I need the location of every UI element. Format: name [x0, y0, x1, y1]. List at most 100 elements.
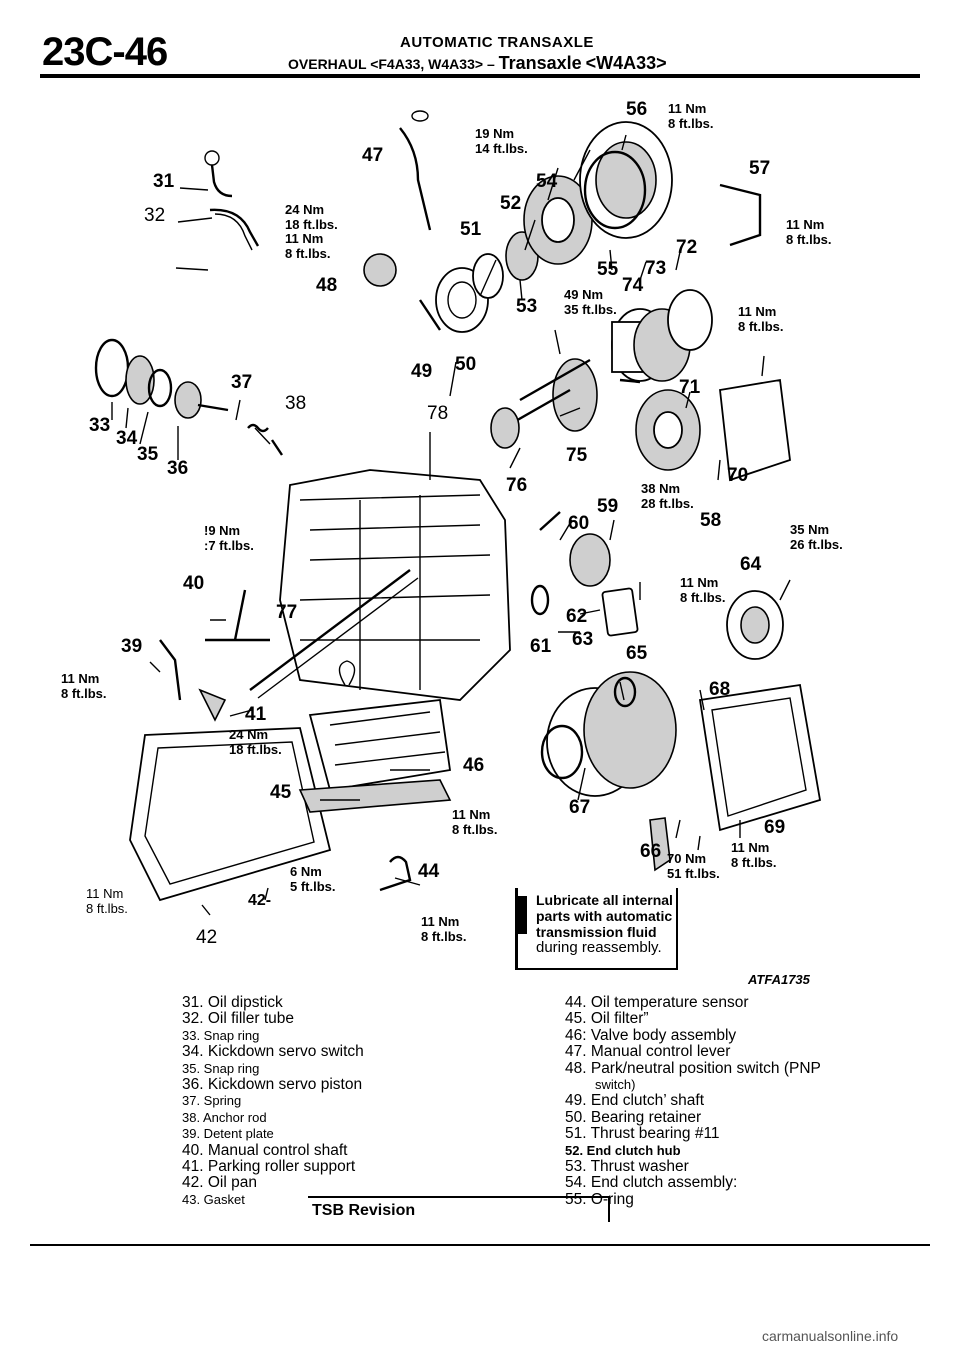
callout-50: 50 — [455, 354, 477, 375]
callout-44: 44 — [418, 861, 440, 882]
list-item: 48. Park/neutral position switch (PNP — [565, 1059, 821, 1077]
callout-36: 36 — [167, 458, 189, 479]
list-item: 52. End clutch hub — [565, 1142, 681, 1158]
list-item: 42. Oil pan — [182, 1174, 257, 1192]
callout-32: 32 — [144, 205, 166, 226]
callout-51: 51 — [460, 219, 482, 240]
callout-49: 49 — [411, 361, 433, 382]
callout-77: 77 — [276, 602, 298, 623]
list-item: 55. O-ring — [565, 1190, 634, 1208]
figure-code: ATFA1735 — [748, 972, 810, 987]
callout-60: 60 — [568, 513, 590, 534]
callout-31: 31 — [153, 171, 175, 192]
callout-53: 53 — [516, 296, 538, 317]
shaft-gear-drawing — [490, 289, 791, 482]
callout-55: 55 — [597, 259, 619, 280]
list-item: 34. Kickdown servo switch — [182, 1043, 364, 1061]
section-title: AUTOMATIC TRANSAXLE — [400, 34, 594, 51]
callout-45: 45 — [270, 782, 292, 803]
callout-52: 52 — [500, 193, 522, 214]
callout-34: 34 — [116, 428, 138, 449]
transaxle-case-drawing — [249, 469, 511, 701]
callout-62: 62 — [566, 606, 588, 627]
footer-watermark: carmanualsonline.info — [762, 1328, 899, 1344]
callout-72: 72 — [676, 237, 698, 258]
callout-37: 37 — [231, 372, 253, 393]
model-codes-1: <F4A33, W4A33> — [370, 56, 484, 72]
callout-56: 56 — [626, 99, 648, 120]
callout-42-dash: 42- — [248, 892, 272, 909]
oil-temp-sensor-drawing — [379, 855, 412, 892]
callout-40: 40 — [183, 573, 205, 594]
callout-69: 69 — [764, 817, 786, 838]
callout-58: 58 — [700, 510, 722, 531]
leader-lines — [111, 134, 791, 916]
callout-35: 35 — [137, 444, 159, 465]
lubrication-note: Lubricate all internal parts with automa… — [515, 888, 678, 970]
list-item: 37. Spring — [182, 1093, 242, 1109]
header-dash: – — [486, 56, 495, 72]
exploded-diagram — [94, 110, 822, 916]
parts-list-right: 44. Oil temperature sensor 45. Oil filte… — [565, 994, 821, 1208]
manual-shaft-drawing — [159, 589, 270, 722]
side-cover-drawing — [698, 590, 822, 832]
list-item: 40. Manual control shaft — [182, 1141, 348, 1159]
callout-33: 33 — [89, 415, 111, 436]
list-item: 53. Thrust washer — [565, 1158, 689, 1176]
list-item: 35. Snap ring — [182, 1060, 260, 1076]
callout-65: 65 — [626, 643, 648, 664]
callout-67: 67 — [569, 797, 591, 818]
callout-78: 78 — [427, 403, 449, 424]
oil-dipstick-drawing — [204, 150, 260, 251]
callout-48: 48 — [316, 275, 338, 296]
callout-46: 46 — [463, 755, 485, 776]
callout-76: 76 — [506, 475, 528, 496]
callout-47: 47 — [362, 145, 384, 166]
callout-63: 63 — [572, 629, 594, 650]
oil-can-icon — [515, 896, 527, 934]
callout-57: 57 — [749, 158, 771, 179]
callout-39: 39 — [121, 636, 143, 657]
list-item: 54. End clutch assembly: — [565, 1174, 738, 1192]
list-item: 44. Oil temperature sensor — [565, 994, 749, 1011]
header-subtitle: OVERHAUL <F4A33, W4A33> – Transaxle <W4A… — [288, 53, 667, 74]
subject-label: Transaxle — [498, 53, 582, 73]
page-code: 23C-46 — [42, 30, 168, 74]
callout-61: 61 — [530, 636, 552, 657]
list-item: 49. End clutch’ shaft — [565, 1092, 705, 1110]
header-rule — [40, 74, 920, 78]
list-item: 45. Oil filter” — [565, 1010, 649, 1028]
valve-body-drawing — [298, 660, 452, 813]
small-parts-drawing — [530, 511, 639, 637]
list-item: 39. Detent plate — [182, 1126, 274, 1142]
callout-71: 71 — [679, 377, 701, 398]
list-item: 36. Kickdown servo piston — [182, 1076, 363, 1094]
oil-pan-drawing — [129, 727, 332, 902]
callout-75: 75 — [566, 445, 588, 466]
parts-list-left: 31. Oil dipstick 32. Oil filler tube 33.… — [182, 994, 364, 1208]
kickdown-servo-drawing — [94, 338, 283, 456]
callout-68: 68 — [709, 679, 731, 700]
list-item: 32. Oil filler tube — [182, 1010, 294, 1028]
callout-73: 73 — [645, 258, 667, 279]
list-item: 50. Bearing retainer — [565, 1108, 702, 1126]
overhaul-label: OVERHAUL — [288, 56, 367, 72]
callout-38: 38 — [285, 393, 307, 414]
callout-41: 41 — [245, 704, 267, 725]
list-item: 51. Thrust bearing #11 — [565, 1125, 720, 1143]
list-item: 31. Oil dipstick — [182, 994, 283, 1011]
list-item: 33. Snap ring — [182, 1027, 260, 1043]
